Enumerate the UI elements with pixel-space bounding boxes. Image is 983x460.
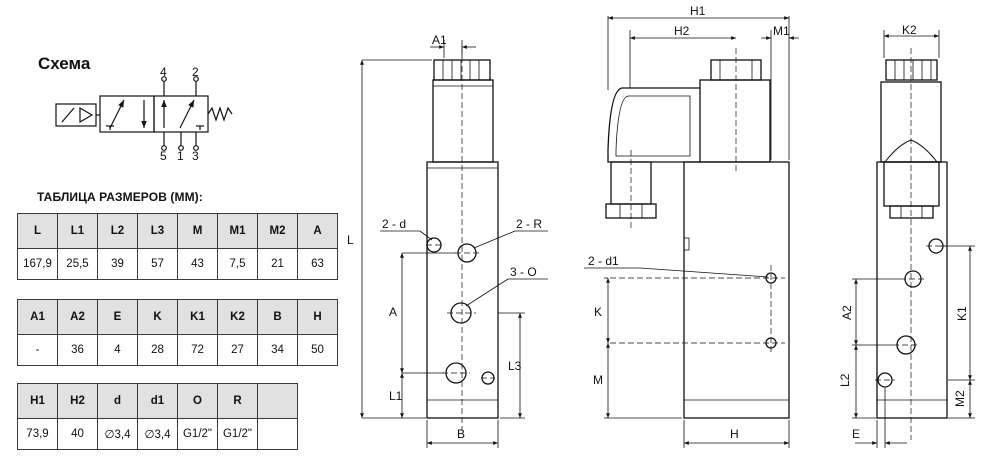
table-value-row: 167,9 25,5 39 57 43 7,5 21 63 — [17, 248, 338, 280]
schema-title: Схема — [38, 54, 91, 73]
label-H: H — [730, 427, 739, 441]
value-cell: 28 — [137, 334, 178, 366]
label-K: K — [594, 305, 602, 319]
port-label-1: 1 — [177, 149, 184, 163]
label-M1: M1 — [773, 24, 790, 38]
header-cell: K1 — [177, 299, 218, 335]
empty-cell — [257, 383, 298, 419]
dimension-table-3: H1 H2 d d1 O R 73,9 40 ∅3,4 ∅3,4 G1/2" G… — [17, 383, 298, 450]
label-L3: L3 — [508, 359, 522, 373]
value-cell: 39 — [97, 248, 138, 280]
header-cell: M2 — [257, 213, 298, 249]
label-M2: M2 — [953, 390, 967, 407]
port-label-3: 3 — [192, 149, 199, 163]
pneumatic-schema-symbol — [55, 76, 233, 151]
value-cell: 167,9 — [17, 248, 58, 280]
value-cell: ∅3,4 — [137, 418, 178, 450]
label-2-d: 2 - d — [382, 217, 406, 231]
value-cell: 43 — [177, 248, 218, 280]
value-cell: 27 — [217, 334, 258, 366]
header-cell: L — [17, 213, 58, 249]
empty-cell — [257, 418, 298, 450]
header-cell: K2 — [217, 299, 258, 335]
label-E: E — [852, 427, 860, 441]
port-label-4: 4 — [160, 65, 167, 79]
label-K2: K2 — [902, 23, 917, 37]
value-cell: ∅3,4 — [97, 418, 138, 450]
value-cell: 25,5 — [57, 248, 98, 280]
value-cell: 73,9 — [17, 418, 58, 450]
label-B: B — [457, 427, 465, 441]
value-cell: 40 — [57, 418, 98, 450]
port-label-5: 5 — [160, 149, 167, 163]
value-cell: 36 — [57, 334, 98, 366]
table-value-row: - 36 4 28 72 27 34 50 — [17, 334, 338, 366]
label-2-d1: 2 - d1 — [588, 254, 619, 268]
dimension-table-1: L L1 L2 L3 M M1 M2 A 167,9 25,5 39 57 43… — [17, 213, 338, 280]
table-header-row: L L1 L2 L3 M M1 M2 A — [17, 213, 338, 249]
header-cell: L2 — [97, 213, 138, 249]
label-L2: L2 — [838, 373, 852, 387]
label-M: M — [593, 373, 603, 387]
label-3-O: 3 - O — [510, 265, 537, 279]
header-cell: A2 — [57, 299, 98, 335]
table-value-row: 73,9 40 ∅3,4 ∅3,4 G1/2" G1/2" — [17, 418, 298, 450]
label-H2: H2 — [674, 24, 690, 38]
front-view — [360, 40, 548, 448]
label-K1: K1 — [955, 306, 969, 321]
value-cell: 50 — [297, 334, 338, 366]
table-title: ТАБЛИЦА РАЗМЕРОВ (ММ): — [37, 190, 203, 204]
header-cell: H2 — [57, 383, 98, 419]
dimension-table-2: A1 A2 E K K1 K2 B H - 36 4 28 72 27 34 5… — [17, 299, 338, 366]
label-A2: A2 — [840, 305, 854, 320]
label-H1: H1 — [690, 4, 706, 18]
end-view — [852, 30, 975, 448]
value-cell: 21 — [257, 248, 298, 280]
label-A: A — [389, 305, 397, 319]
value-cell: 57 — [137, 248, 178, 280]
header-cell: B — [257, 299, 298, 335]
label-A1: A1 — [432, 33, 447, 47]
header-cell: L3 — [137, 213, 178, 249]
label-L: L — [347, 233, 354, 247]
port-label-2: 2 — [192, 65, 199, 79]
value-cell: 7,5 — [217, 248, 258, 280]
header-cell: H1 — [17, 383, 58, 419]
header-cell: A — [297, 213, 338, 249]
value-cell: 72 — [177, 334, 218, 366]
label-L1: L1 — [389, 389, 403, 403]
header-cell: M — [177, 213, 218, 249]
label-2-R: 2 - R — [516, 217, 542, 231]
side-view — [584, 16, 799, 448]
value-cell: G1/2" — [217, 418, 258, 450]
header-cell: L1 — [57, 213, 98, 249]
value-cell: 63 — [297, 248, 338, 280]
